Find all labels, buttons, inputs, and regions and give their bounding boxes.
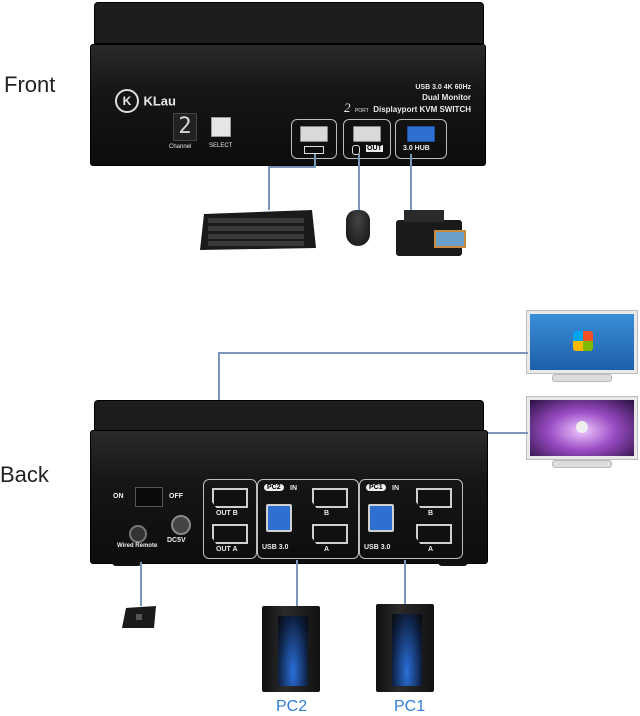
pc1-port-group: PC1 IN USB 3.0 B A — [359, 479, 463, 559]
pc1-usb-label: USB 3.0 — [364, 544, 391, 551]
cable-pc2 — [296, 560, 298, 608]
usb-port-mouse[interactable] — [353, 126, 381, 142]
port-count: 2 — [344, 100, 351, 115]
product-line-2: Dual Monitor — [422, 93, 471, 102]
on-label: ON — [113, 493, 124, 500]
cable-remote — [140, 562, 142, 606]
product-title: USB 3.0 4K 60Hz Dual Monitor 2 PORT Disp… — [301, 83, 471, 116]
pc1-b-label: B — [428, 510, 434, 517]
cable-keyboard-up — [314, 154, 316, 168]
channel-digit: 2 — [178, 114, 192, 139]
monitor-apple-icon — [526, 396, 638, 472]
usb-port-keyboard[interactable] — [300, 126, 328, 142]
usb-port-hub[interactable] — [407, 126, 435, 142]
pc1-usb-b-port[interactable] — [368, 504, 394, 532]
pc2-usb-label: USB 3.0 — [262, 544, 289, 551]
kvm-front-top — [94, 2, 484, 44]
pc2-label: PC2 — [276, 698, 308, 715]
pc2-usb-b-port[interactable] — [266, 504, 292, 532]
out-port-group: OUT B OUT A — [203, 479, 257, 559]
mouse-icon — [346, 210, 370, 246]
cable-keyboard-v — [268, 166, 316, 168]
pc2-in-label: IN — [290, 485, 297, 492]
channel-label: Channel — [169, 144, 192, 150]
cable-keyboard — [268, 166, 270, 210]
front-port-mouse: OUT — [343, 119, 391, 159]
wired-remote-jack[interactable] — [129, 525, 147, 543]
kvm-back-top — [94, 400, 484, 432]
printer-icon — [394, 208, 468, 260]
pc1-label: PC1 — [394, 698, 426, 715]
front-port-keyboard — [291, 119, 337, 159]
channel-display: 2 — [173, 113, 197, 141]
back-label: Back — [0, 462, 49, 487]
pc2-b-label: B — [324, 510, 330, 517]
dp-out-a[interactable] — [212, 524, 248, 544]
pc1-tag: PC1 — [366, 484, 386, 491]
pc2-tag: PC2 — [264, 484, 284, 491]
pc1-a-label: A — [428, 546, 434, 553]
pc1-dp-a[interactable] — [416, 524, 452, 544]
keyboard-icon — [200, 208, 318, 252]
pc-tower-icon — [262, 606, 320, 692]
front-port-hub: 3.0 HUB — [395, 119, 447, 159]
brand-name: KLau — [143, 93, 176, 109]
port-hub-label: 3.0 HUB — [403, 145, 430, 152]
pc1-in-label: IN — [392, 485, 399, 492]
pc2-dp-b[interactable] — [312, 488, 348, 508]
pc2-a-label: A — [324, 546, 330, 553]
kvm-front-panel: K KLau USB 3.0 4K 60Hz Dual Monitor 2 PO… — [90, 44, 486, 166]
wired-remote-label: Wired Remote — [117, 543, 158, 549]
pc1-dp-b[interactable] — [416, 488, 452, 508]
keyboard-symbol-icon — [304, 146, 324, 154]
off-label: OFF — [169, 493, 183, 500]
kvm-back-panel: ON OFF Wired Remote DC5V OUT B OUT A PC2… — [90, 430, 488, 564]
dp-out-b[interactable] — [212, 488, 248, 508]
cable-monitor-windows-h — [218, 352, 528, 354]
port-out-label: OUT — [366, 145, 383, 152]
monitor-windows-icon — [526, 310, 638, 386]
pc2-port-group: PC2 IN USB 3.0 B A — [257, 479, 359, 559]
mouse-symbol-icon — [352, 145, 360, 155]
dc-jack[interactable] — [171, 515, 191, 535]
product-line-1: USB 3.0 4K 60Hz — [415, 84, 471, 91]
cable-printer — [410, 154, 412, 210]
power-switch[interactable] — [135, 487, 163, 507]
dc-label: DC5V — [167, 537, 186, 544]
product-line-3: Displayport KVM SWITCH — [373, 105, 471, 114]
remote-icon — [122, 604, 158, 630]
pc-tower-icon — [376, 604, 434, 692]
port-count-sub: PORT — [354, 108, 369, 114]
select-label: SELECT — [209, 143, 233, 149]
cable-mouse — [358, 154, 360, 210]
front-label: Front — [4, 72, 56, 97]
out-a-label: OUT A — [216, 546, 238, 553]
select-button[interactable] — [211, 117, 231, 137]
out-b-label: OUT B — [216, 510, 238, 517]
cable-pc1 — [404, 560, 406, 608]
pc2-dp-a[interactable] — [312, 524, 348, 544]
brand-logo: K KLau — [115, 89, 176, 113]
